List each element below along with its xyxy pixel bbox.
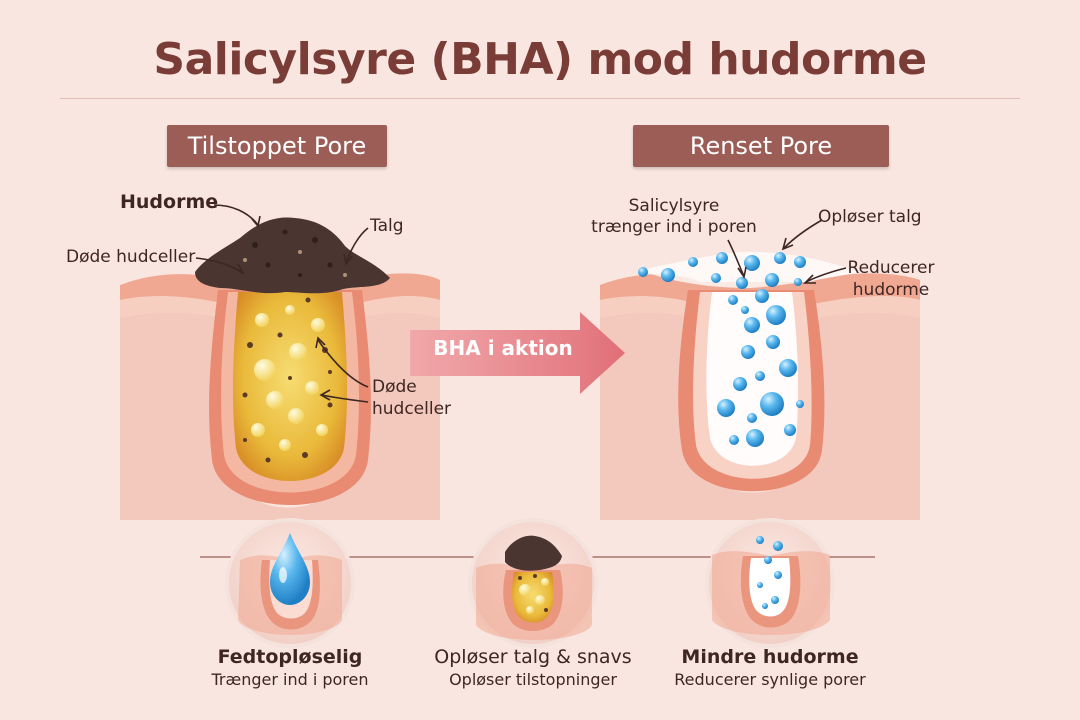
header-clean-pore: Renset Pore: [633, 125, 889, 167]
bha-action-arrow: [410, 312, 625, 394]
bha-droplets: [638, 252, 806, 447]
feature-circle-lipophilic: [225, 518, 355, 648]
annotation-arrows-left: [195, 204, 369, 403]
title-divider: [60, 98, 1020, 99]
label-talg: Talg: [370, 216, 404, 236]
feature-subtitle-fewer-blackheads: Reducerer synlige porer: [674, 670, 866, 689]
label-reducerer-1: Reducerer: [847, 258, 935, 278]
feature-circle-dissolve: [468, 518, 598, 648]
water-drop-icon: [270, 533, 310, 605]
label-salicylsyre-2: trænger ind i poren: [591, 217, 757, 237]
label-dead-skin-top: Døde hudceller: [66, 247, 196, 267]
feature-title-fewer-blackheads: Mindre hudorme: [681, 646, 859, 668]
annotation-arrows-right: [727, 219, 847, 284]
blackhead-plug-icon: [505, 535, 562, 571]
bha-action-label: BHA i aktion: [433, 336, 573, 360]
small-droplets-icon: [756, 536, 783, 609]
label-salicylsyre-1: Salicylsyre: [628, 196, 720, 216]
feature-circle-fewer-blackheads: [705, 518, 835, 648]
page-title: Salicylsyre (BHA) mod hudorme: [153, 34, 927, 85]
feature-subtitle-lipophilic: Trænger ind i poren: [211, 670, 369, 689]
label-dead-skin-inner-2: hudceller: [372, 399, 452, 419]
label-dead-skin-inner-1: Døde: [372, 377, 417, 397]
feature-subtitle-dissolve: Opløser tilstopninger: [449, 670, 617, 689]
feature-title-lipophilic: Fedtopløselig: [217, 646, 363, 668]
label-hudorme: Hudorme: [120, 191, 219, 213]
label-oploser-talg: Opløser talg: [818, 207, 922, 227]
label-reducerer-2: hudorme: [852, 280, 930, 300]
header-clogged-pore: Tilstoppet Pore: [167, 125, 387, 167]
feature-title-dissolve: Opløser talg & snavs: [434, 646, 632, 668]
